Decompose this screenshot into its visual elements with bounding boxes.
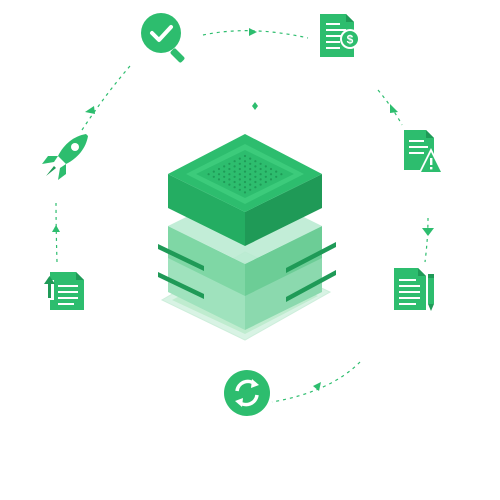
grid-dot bbox=[259, 162, 262, 165]
server-slot-bars bbox=[158, 242, 336, 302]
arrowhead-2 bbox=[390, 104, 398, 113]
grid-dot bbox=[212, 170, 215, 173]
grid-dot bbox=[254, 170, 257, 173]
grid-dot bbox=[249, 173, 252, 176]
grid-dot bbox=[243, 180, 247, 184]
grid-dot bbox=[243, 186, 247, 189]
connector-warning-to-edit bbox=[424, 217, 429, 263]
grid-dot bbox=[254, 186, 257, 189]
grid-dot bbox=[269, 178, 273, 181]
grid-dot bbox=[228, 167, 231, 171]
invoice-dollar-icon: $ bbox=[320, 14, 360, 57]
grid-dot bbox=[259, 173, 262, 176]
grid-dot bbox=[233, 180, 236, 184]
grid-dot bbox=[243, 175, 247, 178]
grid-dot bbox=[254, 160, 257, 163]
grid-dot bbox=[243, 160, 247, 163]
grid-dot bbox=[233, 170, 236, 173]
document-warning-icon bbox=[404, 130, 444, 174]
grid-dot bbox=[238, 188, 241, 191]
grid-dot bbox=[223, 165, 226, 168]
grid-dot bbox=[254, 165, 257, 168]
grid-dot bbox=[264, 175, 267, 178]
document-upload-icon bbox=[44, 272, 84, 310]
grid-dot bbox=[249, 167, 252, 171]
grid-dot bbox=[223, 170, 226, 173]
connector-upload-to-rocket bbox=[55, 199, 58, 263]
magnifier-check-icon bbox=[141, 13, 185, 63]
server-stack-icon bbox=[158, 134, 336, 341]
arrowhead-4 bbox=[313, 382, 321, 391]
server-layer-2 bbox=[168, 226, 245, 296]
grid-dot bbox=[275, 170, 278, 173]
rocket-icon bbox=[42, 134, 88, 180]
grid-dot bbox=[249, 183, 252, 186]
grid-dot bbox=[228, 178, 231, 181]
arrowhead-5 bbox=[52, 225, 60, 232]
center-dot bbox=[252, 102, 258, 110]
refresh-cycle-icon bbox=[224, 370, 270, 416]
arrowhead-6 bbox=[85, 106, 95, 114]
grid-dot bbox=[238, 162, 241, 165]
server-top-grid bbox=[207, 154, 283, 194]
grid-dot bbox=[228, 173, 231, 176]
grid-dot bbox=[249, 178, 252, 181]
grid-dot bbox=[207, 173, 210, 176]
grid-dot bbox=[243, 191, 247, 194]
grid-dot bbox=[223, 180, 226, 184]
server-top-left-face bbox=[168, 174, 245, 246]
grid-dot bbox=[243, 165, 247, 168]
grid-dot bbox=[264, 165, 267, 168]
connector-arrowheads bbox=[52, 28, 434, 391]
grid-dot bbox=[264, 180, 267, 184]
grid-dot bbox=[259, 183, 262, 186]
grid-dot bbox=[238, 173, 241, 176]
grid-dot bbox=[238, 167, 241, 171]
grid-dot bbox=[269, 167, 273, 171]
grid-dot bbox=[254, 175, 257, 178]
grid-dot bbox=[228, 162, 231, 165]
arrowhead-1 bbox=[249, 28, 257, 36]
grid-dot bbox=[249, 188, 252, 191]
grid-dot bbox=[228, 183, 231, 186]
grid-dot bbox=[243, 170, 247, 173]
connector-edit-to-sync bbox=[271, 361, 361, 403]
grid-dot bbox=[233, 175, 236, 178]
grid-dot bbox=[233, 160, 236, 163]
grid-dot bbox=[259, 167, 262, 171]
grid-dot bbox=[233, 186, 236, 189]
grid-dot bbox=[249, 162, 252, 165]
grid-dot bbox=[264, 170, 267, 173]
grid-dot bbox=[217, 178, 221, 181]
grid-dot bbox=[275, 175, 278, 178]
grid-dot bbox=[217, 173, 221, 176]
grid-dot bbox=[223, 175, 226, 178]
arrowhead-3 bbox=[422, 228, 434, 236]
grid-dot bbox=[238, 178, 241, 181]
grid-dot bbox=[280, 173, 283, 176]
grid-dot bbox=[243, 154, 247, 158]
grid-dot bbox=[233, 165, 236, 168]
grid-dot bbox=[249, 157, 252, 160]
document-pen-icon bbox=[394, 268, 434, 311]
server-layer-3 bbox=[168, 252, 245, 330]
svg-text:$: $ bbox=[347, 33, 354, 47]
grid-dot bbox=[217, 167, 221, 171]
grid-dot bbox=[238, 157, 241, 160]
connector-rocket-to-search bbox=[81, 65, 131, 131]
grid-dot bbox=[269, 173, 273, 176]
grid-dot bbox=[238, 183, 241, 186]
server-top-right-face bbox=[245, 174, 322, 246]
grid-dot bbox=[254, 180, 257, 184]
grid-dot bbox=[212, 175, 215, 178]
grid-dot bbox=[259, 178, 262, 181]
